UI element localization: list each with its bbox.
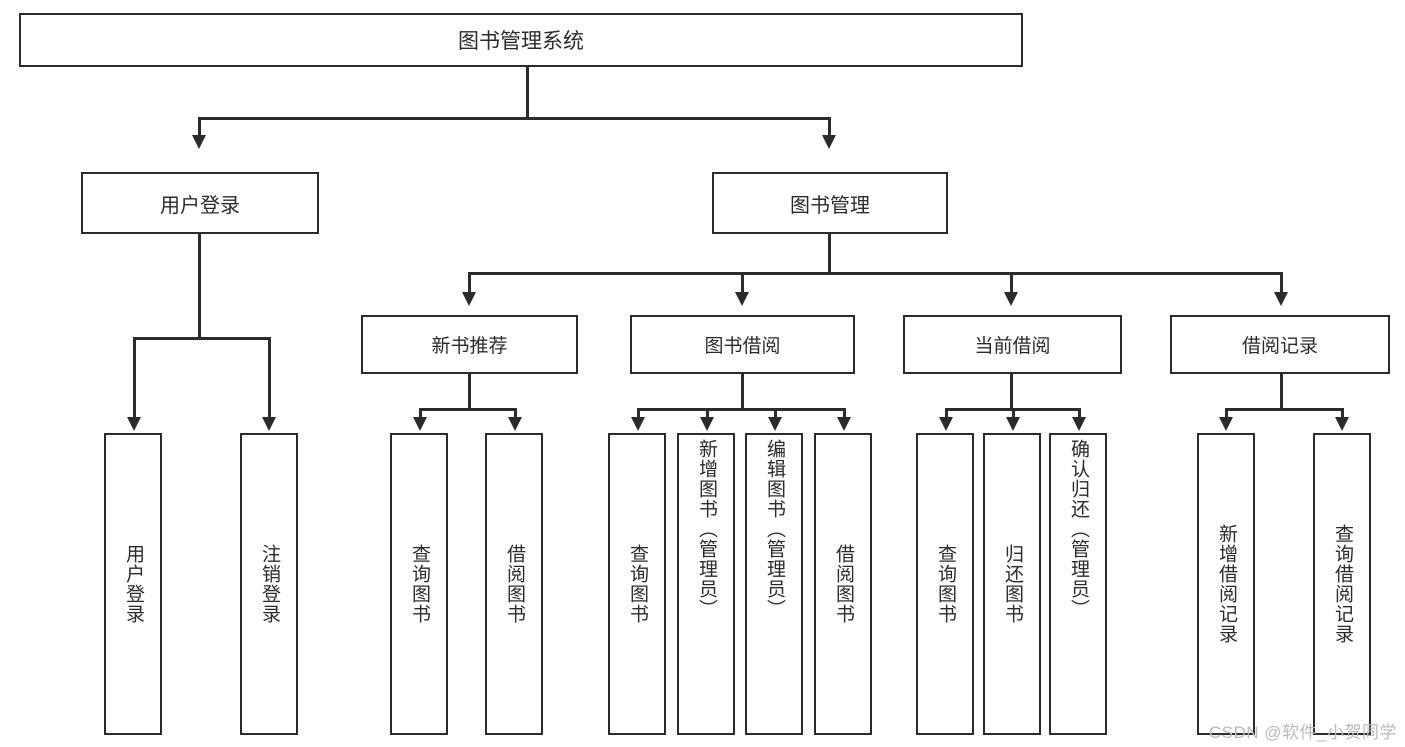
arrow-book-borrow-to-leaf-1 bbox=[631, 417, 645, 431]
node-current-borrow[interactable]: 当前借阅 bbox=[903, 315, 1122, 374]
connector-book-borrow-to-leaf-3 bbox=[774, 408, 777, 419]
node-label: 查询图书 bbox=[626, 544, 648, 624]
arrow-book-borrow-to-leaf-2 bbox=[700, 417, 714, 431]
node-label: 归还图书 bbox=[1001, 544, 1023, 624]
connector-book-management-bus bbox=[468, 272, 1280, 275]
node-root-book-management-system[interactable]: 图书管理系统 bbox=[19, 13, 1023, 67]
connector-borrow-record-to-leaf-1 bbox=[1225, 408, 1228, 419]
connector-bm-to-new-book bbox=[468, 272, 471, 294]
connector-user-login-stem bbox=[198, 234, 201, 337]
connector-book-borrow-bus bbox=[637, 408, 844, 411]
node-label: 当前借阅 bbox=[974, 336, 1051, 357]
leaf-book-borrow-add-book-admin[interactable]: 新增图书（管理员） bbox=[677, 433, 735, 735]
arrow-book-borrow-to-leaf-4 bbox=[837, 417, 851, 431]
leaf-user-login-login[interactable]: 用户登录 bbox=[104, 433, 162, 735]
arrow-user-login-to-leaf-1 bbox=[127, 417, 141, 431]
connector-root-to-user-login bbox=[198, 117, 201, 137]
arrow-current-borrow-to-leaf-3 bbox=[1072, 417, 1086, 431]
arrow-new-book-to-leaf-2 bbox=[508, 417, 522, 431]
node-borrow-record[interactable]: 借阅记录 bbox=[1170, 315, 1390, 374]
arrow-bm-to-borrow-record bbox=[1274, 292, 1288, 306]
connector-book-borrow-to-leaf-2 bbox=[706, 408, 709, 419]
arrow-root-to-user-login bbox=[192, 135, 206, 149]
leaf-borrow-record-query-record[interactable]: 查询借阅记录 bbox=[1313, 433, 1371, 735]
arrow-new-book-to-leaf-1 bbox=[413, 417, 427, 431]
node-label: 注销登录 bbox=[258, 544, 280, 624]
connector-current-borrow-to-leaf-1 bbox=[945, 408, 948, 419]
node-label: 新增图书（管理员） bbox=[695, 439, 717, 619]
node-label: 编辑图书（管理员） bbox=[763, 439, 785, 619]
leaf-book-borrow-query-book[interactable]: 查询图书 bbox=[608, 433, 666, 735]
connector-user-login-bus bbox=[133, 337, 271, 340]
leaf-book-borrow-borrow-book[interactable]: 借阅图书 bbox=[814, 433, 872, 735]
connector-borrow-record-bus bbox=[1225, 408, 1343, 411]
connector-book-borrow-to-leaf-1 bbox=[637, 408, 640, 419]
node-label: 新增借阅记录 bbox=[1215, 524, 1237, 644]
leaf-current-borrow-query-book[interactable]: 查询图书 bbox=[916, 433, 974, 735]
node-label: 用户登录 bbox=[122, 544, 144, 624]
connector-root-stem bbox=[526, 67, 529, 117]
connector-user-login-to-leaf-2 bbox=[268, 337, 271, 419]
connector-root-to-book-management bbox=[828, 117, 831, 137]
node-book-borrow[interactable]: 图书借阅 bbox=[630, 315, 855, 374]
connector-new-book-to-leaf-2 bbox=[514, 408, 517, 419]
arrow-borrow-record-to-leaf-2 bbox=[1335, 417, 1349, 431]
connector-borrow-record-to-leaf-2 bbox=[1341, 408, 1344, 419]
leaf-current-borrow-confirm-return-admin[interactable]: 确认归还（管理员） bbox=[1049, 433, 1107, 735]
leaf-new-book-borrow-book[interactable]: 借阅图书 bbox=[485, 433, 543, 735]
node-label: 查询借阅记录 bbox=[1331, 524, 1353, 644]
node-label: 借阅记录 bbox=[1241, 336, 1318, 357]
arrow-bm-to-new-book bbox=[462, 292, 476, 306]
connector-new-book-to-leaf-1 bbox=[419, 408, 422, 419]
node-label: 确认归还（管理员） bbox=[1067, 439, 1089, 619]
connector-new-book-stem bbox=[468, 374, 471, 408]
node-label: 图书借阅 bbox=[704, 336, 781, 357]
leaf-book-borrow-edit-book-admin[interactable]: 编辑图书（管理员） bbox=[745, 433, 803, 735]
connector-bm-to-book-borrow bbox=[741, 272, 744, 294]
arrow-book-borrow-to-leaf-3 bbox=[768, 417, 782, 431]
node-user-login[interactable]: 用户登录 bbox=[81, 172, 319, 234]
arrow-root-to-book-management bbox=[822, 135, 836, 149]
node-label: 新书推荐 bbox=[431, 336, 508, 357]
node-label: 查询图书 bbox=[408, 544, 430, 624]
leaf-borrow-record-add-record[interactable]: 新增借阅记录 bbox=[1197, 433, 1255, 735]
connector-root-bus bbox=[198, 117, 830, 120]
arrow-current-borrow-to-leaf-2 bbox=[1006, 417, 1020, 431]
node-book-management[interactable]: 图书管理 bbox=[712, 172, 948, 234]
connector-bm-to-current-borrow bbox=[1010, 272, 1013, 294]
leaf-new-book-query-book[interactable]: 查询图书 bbox=[390, 433, 448, 735]
arrow-bm-to-current-borrow bbox=[1004, 292, 1018, 306]
connector-borrow-record-stem bbox=[1280, 374, 1283, 408]
connector-book-borrow-stem bbox=[741, 374, 744, 408]
node-label: 借阅图书 bbox=[503, 544, 525, 624]
connector-current-borrow-to-leaf-3 bbox=[1078, 408, 1081, 419]
arrow-user-login-to-leaf-2 bbox=[262, 417, 276, 431]
node-label: 用户登录 bbox=[160, 194, 240, 217]
node-label: 图书管理系统 bbox=[458, 30, 584, 53]
connector-book-borrow-to-leaf-4 bbox=[843, 408, 846, 419]
connector-new-book-bus bbox=[419, 408, 517, 411]
leaf-current-borrow-return-book[interactable]: 归还图书 bbox=[983, 433, 1041, 735]
node-new-book-recommend[interactable]: 新书推荐 bbox=[361, 315, 578, 374]
arrow-borrow-record-to-leaf-1 bbox=[1219, 417, 1233, 431]
node-label: 查询图书 bbox=[934, 544, 956, 624]
connector-user-login-to-leaf-1 bbox=[133, 337, 136, 419]
node-label: 借阅图书 bbox=[832, 544, 854, 624]
connector-current-borrow-to-leaf-2 bbox=[1012, 408, 1015, 419]
connector-current-borrow-stem bbox=[1010, 374, 1013, 408]
arrow-bm-to-book-borrow bbox=[735, 292, 749, 306]
connector-bm-to-borrow-record bbox=[1280, 272, 1283, 294]
node-label: 图书管理 bbox=[790, 194, 870, 217]
leaf-user-login-logout[interactable]: 注销登录 bbox=[240, 433, 298, 735]
connector-book-management-stem bbox=[828, 234, 831, 272]
arrow-current-borrow-to-leaf-1 bbox=[939, 417, 953, 431]
